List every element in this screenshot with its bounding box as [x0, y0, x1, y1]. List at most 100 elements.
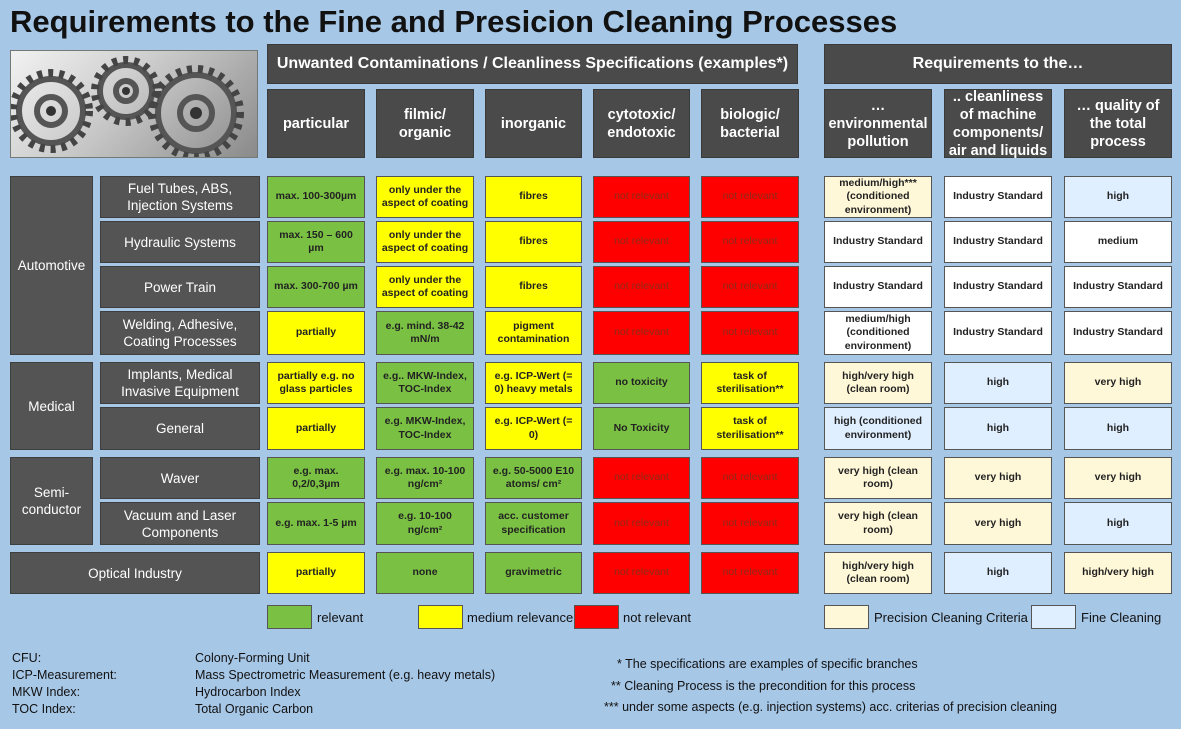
table-cell: Industry Standard: [944, 221, 1052, 263]
table-cell: high/very high (clean room): [824, 552, 932, 594]
abbreviation: TOC Index:: [12, 702, 76, 716]
column-header: inorganic: [485, 89, 582, 158]
legend-swatch-precision: [824, 605, 869, 629]
legend-label-medium: medium relevance: [467, 610, 574, 625]
table-cell: not relevant: [701, 502, 799, 545]
legend-swatch-fine: [1031, 605, 1076, 629]
table-cell: medium/high (conditioned environment): [824, 311, 932, 355]
table-cell: no toxicity: [593, 362, 690, 404]
table-cell: Industry Standard: [1064, 266, 1172, 308]
column-header: … environmental pollution: [824, 89, 932, 158]
table-cell: partially e.g. no glass particles: [267, 362, 365, 404]
table-cell: not relevant: [593, 311, 690, 355]
table-cell: Industry Standard: [944, 266, 1052, 308]
table-cell: max. 300-700 µm: [267, 266, 365, 308]
group-medical: Medical: [10, 362, 93, 450]
table-cell: e.g. MKW-Index, TOC-Index: [376, 407, 474, 450]
abbreviation-meaning: Colony-Forming Unit: [195, 651, 310, 665]
row-label: General: [100, 407, 260, 450]
table-cell: max. 100-300µm: [267, 176, 365, 218]
table-cell: only under the aspect of coating: [376, 176, 474, 218]
page-title: Requirements to the Fine and Presicion C…: [10, 4, 898, 39]
table-cell: not relevant: [593, 502, 690, 545]
table-cell: high: [1064, 502, 1172, 545]
table-cell: only under the aspect of coating: [376, 266, 474, 308]
table-cell: high/very high: [1064, 552, 1172, 594]
table-cell: fibres: [485, 266, 582, 308]
row-label: Vacuum and Laser Components: [100, 502, 260, 545]
column-header: filmic/ organic: [376, 89, 474, 158]
table-cell: not relevant: [701, 176, 799, 218]
row-label: Fuel Tubes, ABS, Injection Systems: [100, 176, 260, 218]
column-header: particular: [267, 89, 365, 158]
table-cell: partially: [267, 407, 365, 450]
table-cell: fibres: [485, 176, 582, 218]
table-cell: e.g. ICP-Wert (= 0) heavy metals: [485, 362, 582, 404]
legend-swatch-relevant: [267, 605, 312, 629]
footnote: *** under some aspects (e.g. injection s…: [604, 700, 1057, 714]
table-cell: e.g.. MKW-Index, TOC-Index: [376, 362, 474, 404]
row-label: Power Train: [100, 266, 260, 308]
row-label: Hydraulic Systems: [100, 221, 260, 263]
table-cell: high: [944, 552, 1052, 594]
table-cell: very high: [1064, 362, 1172, 404]
table-cell: very high: [944, 502, 1052, 545]
table-cell: high: [1064, 176, 1172, 218]
table-cell: acc. customer specification: [485, 502, 582, 545]
table-cell: high: [1064, 407, 1172, 450]
group-semiconductor: Semi- conductor: [10, 457, 93, 545]
row-label: Implants, Medical Invasive Equipment: [100, 362, 260, 404]
group-automotive: Automotive: [10, 176, 93, 355]
table-cell: not relevant: [701, 457, 799, 499]
table-cell: not relevant: [593, 266, 690, 308]
table-cell: e.g. max. 0,2/0,3µm: [267, 457, 365, 499]
table-cell: task of sterilisation**: [701, 407, 799, 450]
table-cell: not relevant: [701, 311, 799, 355]
legend-label-fine: Fine Cleaning: [1081, 610, 1162, 625]
table-cell: gravimetric: [485, 552, 582, 594]
table-cell: high (conditioned environment): [824, 407, 932, 450]
abbreviation: ICP-Measurement:: [12, 668, 117, 682]
table-cell: medium/high*** (conditioned environment): [824, 176, 932, 218]
requirements-header: Requirements to the…: [824, 44, 1172, 84]
abbreviation-meaning: Mass Spectrometric Measurement (e.g. hea…: [195, 668, 496, 682]
table-cell: e.g. 50-5000 E10 atoms/ cm²: [485, 457, 582, 499]
legend-swatch-not-relevant: [574, 605, 619, 629]
table-cell: partially: [267, 311, 365, 355]
table-cell: not relevant: [701, 552, 799, 594]
table-cell: not relevant: [593, 221, 690, 263]
abbreviation-meaning: Hydrocarbon Index: [195, 685, 301, 699]
table-cell: No Toxicity: [593, 407, 690, 450]
legend-label-not-relevant: not relevant: [623, 610, 691, 625]
row-label: Waver: [100, 457, 260, 499]
table-cell: high: [944, 407, 1052, 450]
table-cell: not relevant: [593, 457, 690, 499]
abbreviation: MKW Index:: [12, 685, 81, 699]
footnote: * The specifications are examples of spe…: [617, 657, 918, 671]
legend-swatch-medium: [418, 605, 463, 629]
table-cell: e.g. max. 1-5 µm: [267, 502, 365, 545]
table-cell: none: [376, 552, 474, 594]
table-cell: Industry Standard: [1064, 311, 1172, 355]
legend-label-precision: Precision Cleaning Criteria: [874, 610, 1028, 625]
abbreviation: CFU:: [12, 651, 42, 665]
table-cell: high: [944, 362, 1052, 404]
gears-icon: [11, 56, 244, 157]
table-cell: Industry Standard: [824, 221, 932, 263]
table-cell: max. 150 – 600 µm: [267, 221, 365, 263]
table-cell: not relevant: [701, 221, 799, 263]
table-cell: not relevant: [701, 266, 799, 308]
table-cell: only under the aspect of coating: [376, 221, 474, 263]
table-cell: Industry Standard: [944, 176, 1052, 218]
table-cell: very high (clean room): [824, 457, 932, 499]
row-label: Welding, Adhesive, Coating Processes: [100, 311, 260, 355]
abbreviation-meaning: Total Organic Carbon: [195, 702, 314, 716]
table-cell: very high: [1064, 457, 1172, 499]
contamination-header: Unwanted Contaminations / Cleanliness Sp…: [267, 44, 798, 84]
table-cell: not relevant: [593, 552, 690, 594]
table-cell: very high (clean room): [824, 502, 932, 545]
legend-label-relevant: relevant: [317, 610, 364, 625]
table-cell: e.g. mind. 38-42 mN/m: [376, 311, 474, 355]
table-cell: Industry Standard: [824, 266, 932, 308]
footnote: ** Cleaning Process is the precondition …: [611, 679, 916, 693]
